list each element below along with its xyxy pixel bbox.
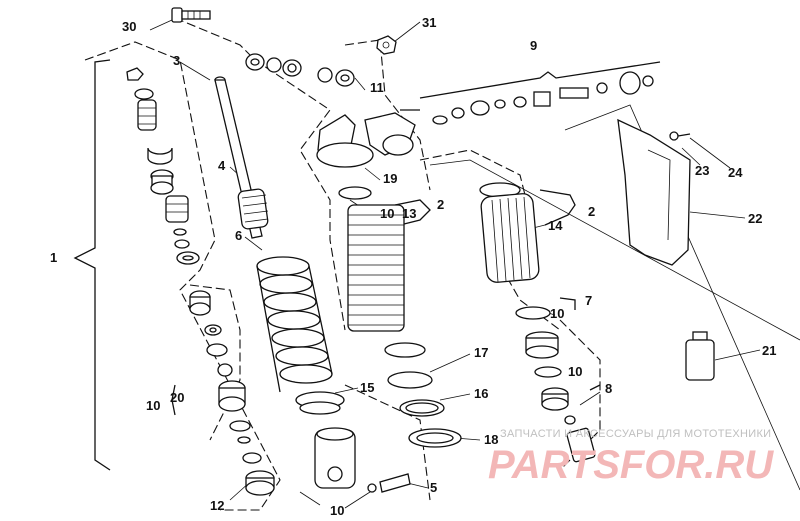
oil-bottle-part-21 [685,331,715,381]
callout-10-right-lower: 10 [568,364,582,379]
reservoir-boot-part-14 [479,182,540,283]
callout-31: 31 [422,15,436,30]
group-brackets [73,59,661,471]
mud-guard-part-22 [617,118,691,266]
watermark-brand: PARTSFOR.RU [488,443,774,487]
callout-17: 17 [474,345,488,360]
callout-6: 6 [235,228,242,243]
lower-clevis-part-5 [314,427,411,493]
damper-body-part-13 [338,186,405,332]
bushing-row-part-11 [245,53,355,87]
watermark-tagline: ЗАПЧАСТИ И АКСЕССУАРЫ ДЛЯ МОТОТЕХНИКИ [500,428,771,440]
spring-seat-part-15 [295,391,345,415]
callout-10-left: 10 [146,398,160,413]
callout-1: 1 [50,250,57,265]
callout-3: 3 [173,53,180,68]
callout-22: 22 [748,211,762,226]
reservoir-head-part-19 [316,112,416,168]
callout-21: 21 [762,343,776,358]
callout-4: 4 [218,158,226,173]
callout-14: 14 [548,218,563,233]
screw-part-23-24 [669,131,691,141]
watermark: ЗАПЧАСТИ И АКСЕССУАРЫ ДЛЯ МОТОТЕХНИКИ PA… [488,428,774,487]
callout-24: 24 [728,165,743,180]
adjuster-rings [384,342,462,448]
callout-2-right: 2 [588,204,595,219]
spring-part-6 [256,256,333,393]
callout-20: 20 [170,390,184,405]
left-lower-column-parts [189,290,275,496]
callout-12: 12 [210,498,224,513]
callout-11: 11 [370,80,384,95]
callout-10-right-upper: 10 [550,306,564,321]
callout-2-mid: 2 [437,197,444,212]
callout-30: 30 [122,19,136,34]
callout-15: 15 [360,380,374,395]
callout-8: 8 [605,381,612,396]
callout-19: 19 [383,171,397,186]
callout-5: 5 [430,480,437,495]
callout-7: 7 [585,293,592,308]
adjuster-shaft-part-9 [432,71,654,125]
callout-labels: 30 3 4 6 1 10 20 12 31 9 11 19 2 10 13 1… [50,15,776,518]
nut-part-31 [376,35,397,55]
left-column-parts [126,67,200,265]
piston-rod-part-3 [214,76,269,239]
callout-18: 18 [484,432,498,447]
callout-23: 23 [695,163,709,178]
callout-10-mid: 10 [380,206,394,221]
callout-13: 13 [402,206,416,221]
callout-16: 16 [474,386,488,401]
right-lower-parts [515,306,596,463]
callout-9: 9 [530,38,537,53]
callout-10-bottom: 10 [330,503,344,518]
bolt-part-30 [171,7,211,23]
